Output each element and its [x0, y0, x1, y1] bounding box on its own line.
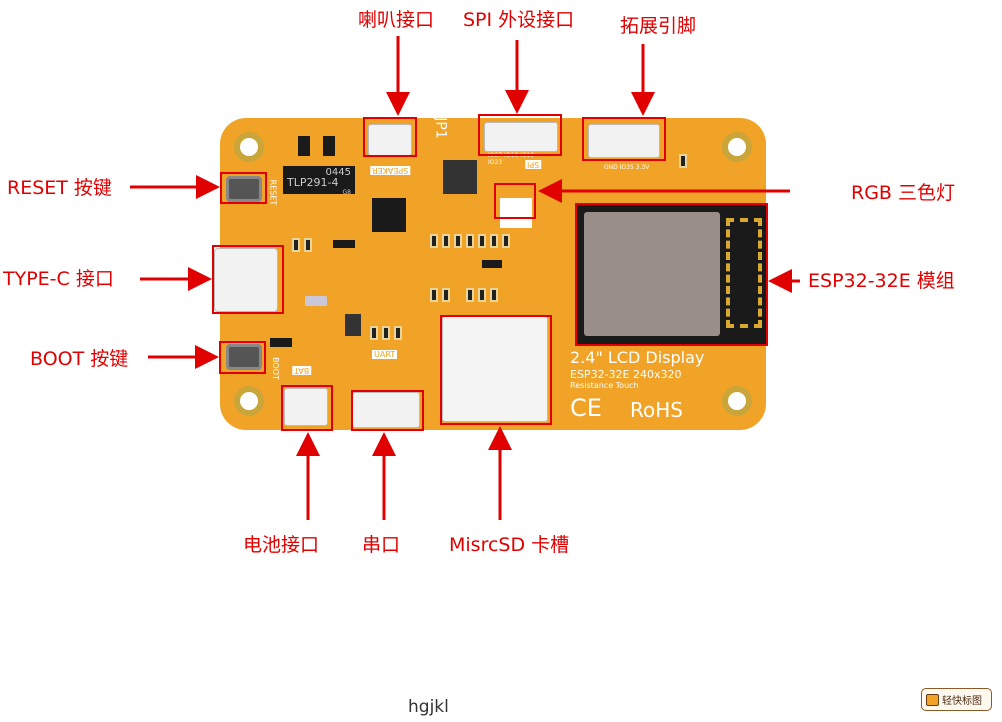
resistor: [430, 288, 438, 302]
mount-hole: [234, 132, 264, 162]
mount-hole: [722, 386, 752, 416]
resistor: [442, 234, 450, 248]
mount-hole: [722, 132, 752, 162]
rohs-mark: RoHS: [630, 398, 683, 422]
resistor: [478, 234, 486, 248]
watermark-badge: 轻快标图: [921, 688, 992, 711]
label-uart: 串口: [362, 534, 401, 556]
highlight-battery: [281, 385, 333, 431]
transistor: [298, 136, 310, 156]
usb-typec-port: [214, 248, 278, 312]
highlight-speaker: [363, 117, 417, 157]
chip-suffix: G8: [342, 189, 351, 196]
highlight-reset: [220, 172, 267, 204]
speaker-connector: [368, 124, 412, 156]
transistor: [323, 136, 335, 156]
battery-connector: [284, 388, 328, 426]
resistor: [430, 234, 438, 248]
ce-mark: CE: [570, 394, 602, 422]
esp32-shield: [584, 212, 720, 336]
uart-silk: UART: [372, 350, 398, 359]
highlight-uart: [351, 390, 424, 431]
ic-chip: [345, 314, 361, 336]
microsd-slot: [442, 316, 548, 422]
highlight-rgb: [494, 183, 536, 219]
ic-chip: [372, 198, 406, 232]
label-battery: 电池接口: [243, 534, 320, 556]
resistor: [454, 234, 462, 248]
spi-connector: [484, 122, 558, 152]
resistor: [466, 288, 474, 302]
resistor: [502, 234, 510, 248]
esp32-module: [576, 204, 766, 344]
transistor: [482, 260, 502, 268]
resistor: [490, 234, 498, 248]
resistor: [304, 238, 312, 252]
label-spi: SPI 外设接口: [463, 9, 575, 31]
uart-connector: [352, 392, 420, 428]
antenna: [726, 218, 762, 328]
mount-hole: [234, 386, 264, 416]
resistor: [442, 288, 450, 302]
label-typec: TYPE-C 接口: [3, 268, 114, 290]
boot-button[interactable]: [226, 344, 262, 370]
highlight-boot: [219, 341, 266, 374]
label-boot: BOOT 按键: [30, 348, 129, 370]
label-speaker: 喇叭接口: [358, 9, 435, 31]
ic-chip: [443, 160, 477, 194]
resistor: [478, 288, 486, 302]
label-sd: MisrcSD 卡槽: [449, 534, 570, 556]
label-esp32: ESP32-32E 模组: [808, 270, 955, 292]
capacitor: [679, 154, 687, 168]
label-expansion: 拓展引脚: [620, 15, 697, 37]
highlight-expansion: [582, 117, 666, 161]
chip-code: 0445: [325, 167, 351, 178]
highlight-spi: [478, 114, 562, 156]
highlight-esp32: [575, 203, 768, 346]
label-reset: RESET 按键: [7, 177, 112, 199]
reset-button[interactable]: [226, 176, 262, 202]
watermark-text: 轻快标图: [942, 696, 982, 707]
expansion-pins-silk: GND IO35 3.3V: [604, 164, 650, 171]
resistor: [490, 288, 498, 302]
expansion-connector: [588, 124, 660, 158]
caption-text: hgjkl: [408, 697, 449, 717]
lcd-title-silk: 2.4" LCD Display: [570, 348, 705, 367]
transistor: [333, 240, 355, 248]
resistor: [466, 234, 474, 248]
lcd-model-silk: ESP32-32E 240x320: [570, 368, 682, 381]
highlight-typec: [212, 245, 284, 314]
resistor: [370, 326, 378, 340]
rgb-led: [500, 198, 532, 228]
highlight-sd: [440, 315, 552, 425]
image-icon: [926, 693, 939, 706]
lcd-touch-silk: Resistance Touch: [570, 381, 639, 390]
chip-name: TLP291-4: [287, 176, 339, 189]
crystal: [305, 296, 327, 306]
transistor: [270, 338, 292, 347]
resistor: [394, 326, 402, 340]
resistor: [382, 326, 390, 340]
label-rgb: RGB 三色灯: [851, 182, 955, 204]
resistor: [292, 238, 300, 252]
